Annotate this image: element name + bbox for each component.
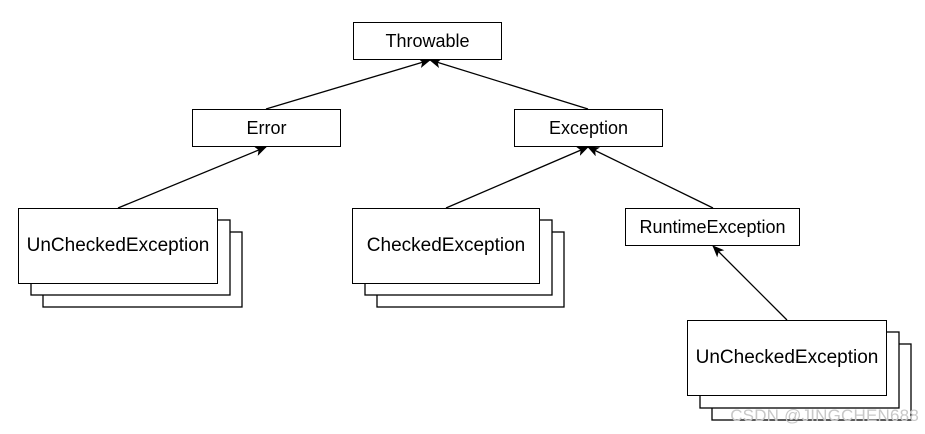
node-unchecked-exception-error-label: UnCheckedException bbox=[26, 235, 210, 256]
edge-exception-to-throwable bbox=[429, 58, 589, 110]
edge-unchecked-to-runtime bbox=[712, 245, 788, 321]
node-runtime-exception: RuntimeException bbox=[625, 208, 800, 246]
edge-unchecked-to-error bbox=[117, 146, 267, 209]
node-checked-exception-label: CheckedException bbox=[366, 235, 526, 256]
node-exception: Exception bbox=[514, 109, 663, 147]
edge-error-to-throwable bbox=[265, 58, 431, 110]
node-exception-label: Exception bbox=[548, 117, 629, 138]
node-unchecked-exception-runtime: UnCheckedException bbox=[687, 320, 887, 396]
node-checked-exception: CheckedException bbox=[352, 208, 540, 284]
node-throwable-label: Throwable bbox=[385, 30, 470, 51]
node-error: Error bbox=[192, 109, 341, 147]
node-runtime-exception-label: RuntimeException bbox=[639, 216, 786, 237]
edge-runtime-to-exception bbox=[587, 146, 714, 209]
edge-checked-to-exception bbox=[445, 146, 589, 209]
node-error-label: Error bbox=[246, 117, 287, 138]
watermark: CSDN @JINGCHEN688 bbox=[730, 406, 919, 425]
node-throwable: Throwable bbox=[353, 22, 502, 60]
node-unchecked-exception-error: UnCheckedException bbox=[18, 208, 218, 284]
node-unchecked-exception-runtime-label: UnCheckedException bbox=[695, 347, 879, 368]
